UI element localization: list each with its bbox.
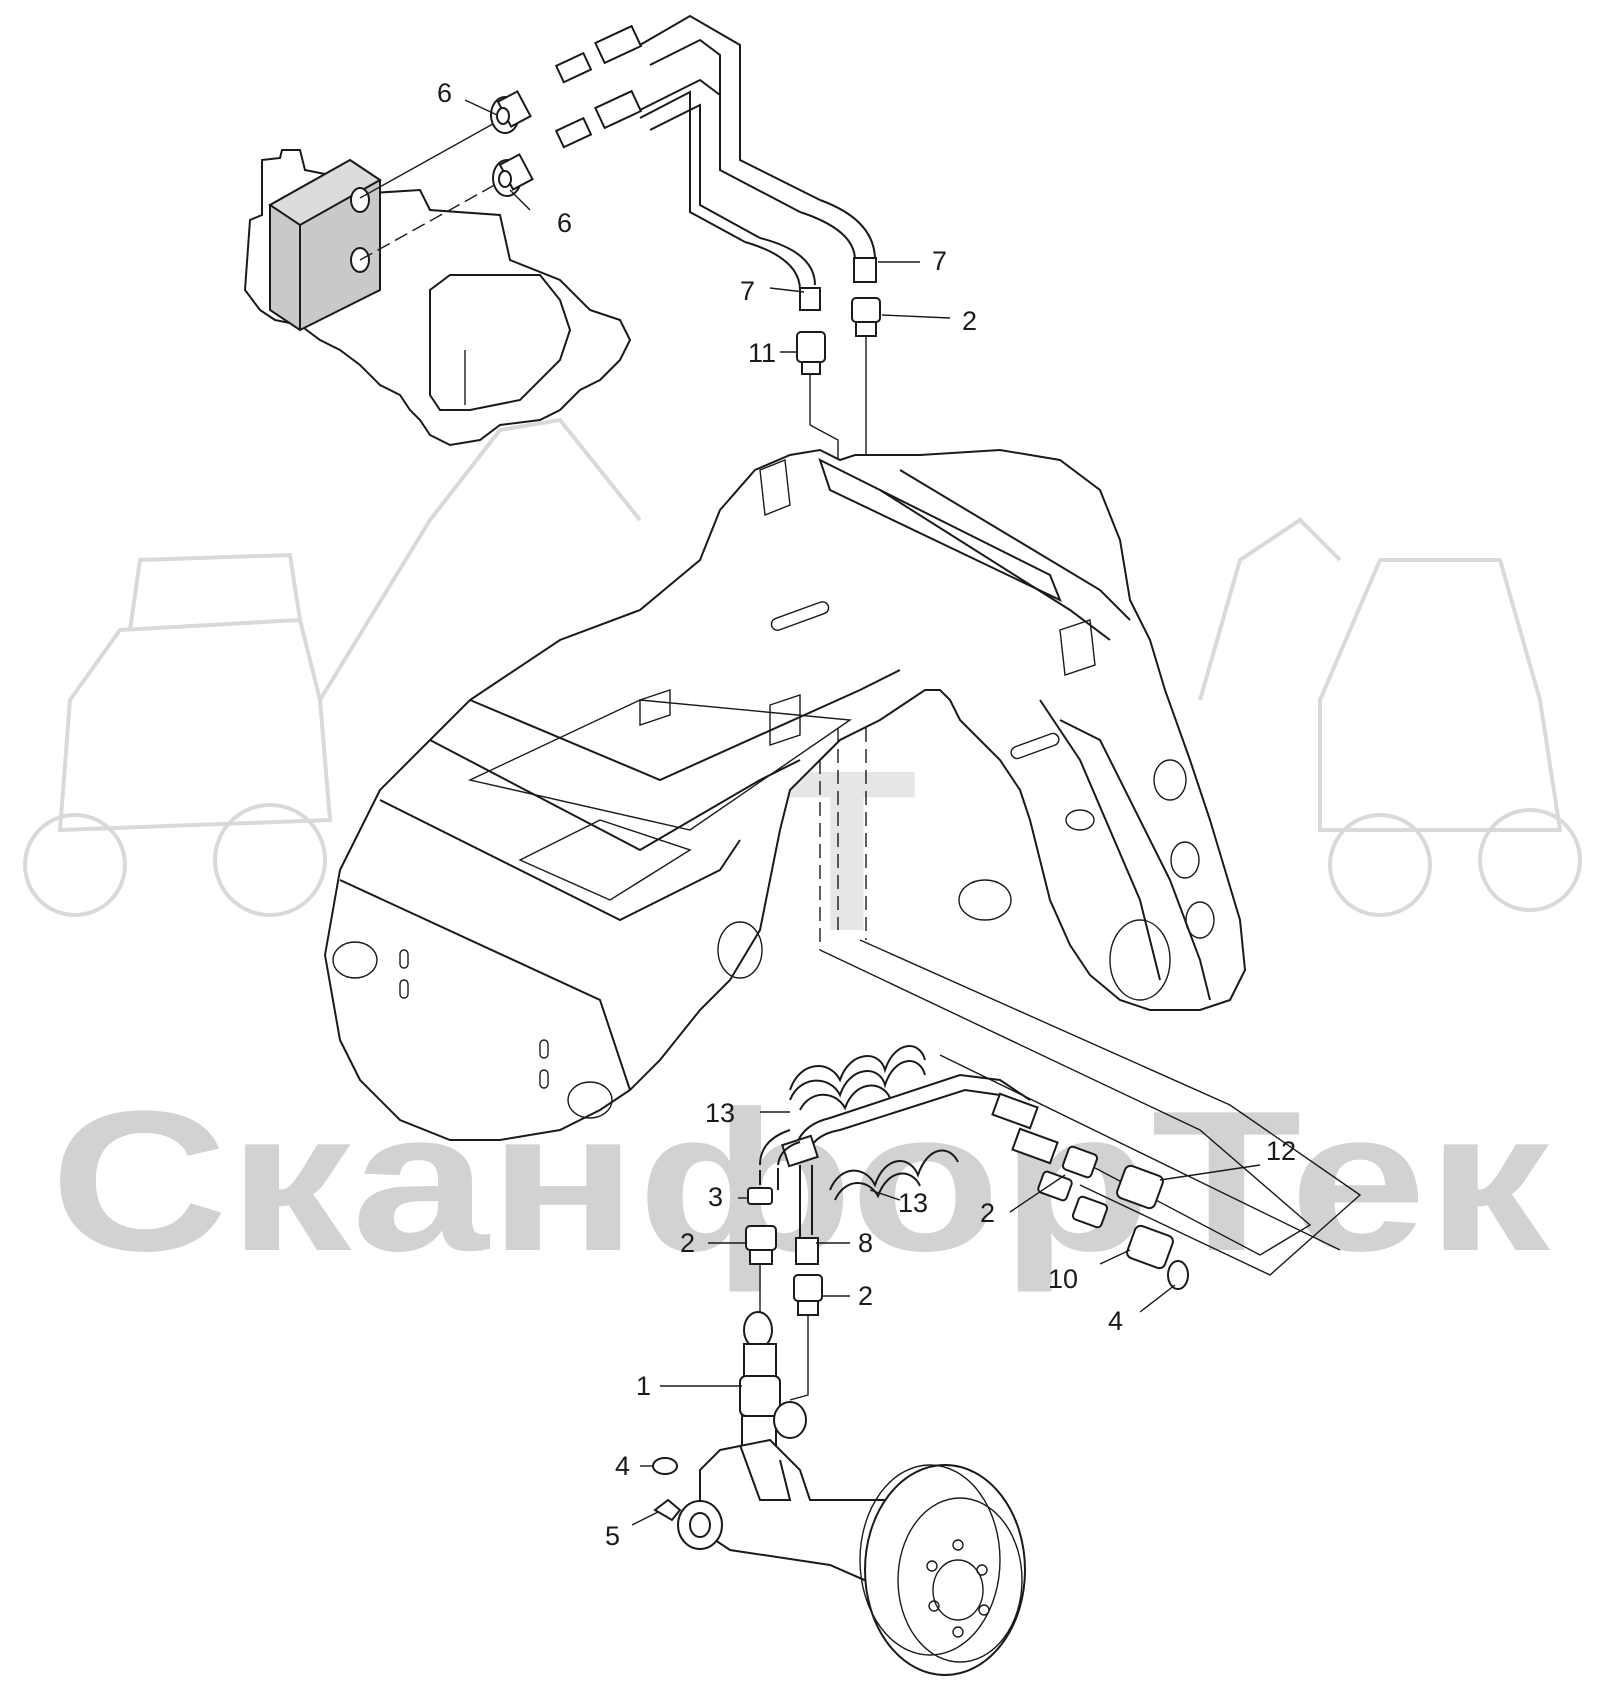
callout-6-lower: 6	[557, 208, 572, 238]
spiral-guard-13-lower	[829, 1149, 959, 1201]
elbow-7-left	[799, 287, 821, 311]
callout-2-middle: 2	[980, 1198, 995, 1228]
lower-hoses	[759, 1073, 1059, 1240]
callout-7-right: 7	[932, 246, 947, 276]
callout-7-left: 7	[740, 276, 755, 306]
callout-1: 1	[636, 1371, 651, 1401]
washer-4-lower	[652, 1457, 678, 1475]
callout-6-upper: 6	[437, 78, 452, 108]
adapter-11	[796, 331, 826, 375]
callout-11: 11	[748, 338, 776, 368]
upper-hose-pair	[554, 14, 876, 291]
main-frame	[323, 448, 1247, 1141]
callout-10: 10	[1048, 1264, 1078, 1294]
plug-5	[653, 1498, 682, 1522]
elbow-7-right	[853, 257, 877, 283]
watermark-tractor-left	[23, 417, 642, 917]
callout-4-left: 4	[615, 1451, 630, 1481]
callout-3: 3	[708, 1182, 723, 1212]
callout-13-upper: 13	[705, 1098, 735, 1128]
callout-2-left: 2	[680, 1228, 695, 1258]
callout-12: 12	[1266, 1136, 1296, 1166]
callout-2-top: 2	[962, 306, 977, 336]
adapter-2-top	[851, 297, 881, 337]
callout-labels: 6 6 7 7 2 11 13 13 12 3 2 2 8 2 10 4 1 4…	[437, 78, 1296, 1551]
adapter-6-upper	[490, 90, 532, 134]
lower-fittings-left	[745, 1187, 823, 1316]
callout-13-lower: 13	[898, 1188, 928, 1218]
valve-block	[268, 158, 382, 332]
spiral-guard-13-upper	[789, 1045, 926, 1111]
callout-5: 5	[605, 1521, 620, 1551]
lower-fittings-right	[1037, 1145, 1189, 1290]
callout-8: 8	[858, 1228, 873, 1258]
wheel	[859, 1464, 1026, 1676]
leader-lines	[464, 99, 1261, 1526]
callout-4-right: 4	[1108, 1306, 1123, 1336]
watermark-tractor-right	[1198, 517, 1582, 917]
callout-2-bottom: 2	[858, 1281, 873, 1311]
adapter-6-lower	[492, 153, 534, 197]
valve-port-upper	[350, 187, 370, 213]
